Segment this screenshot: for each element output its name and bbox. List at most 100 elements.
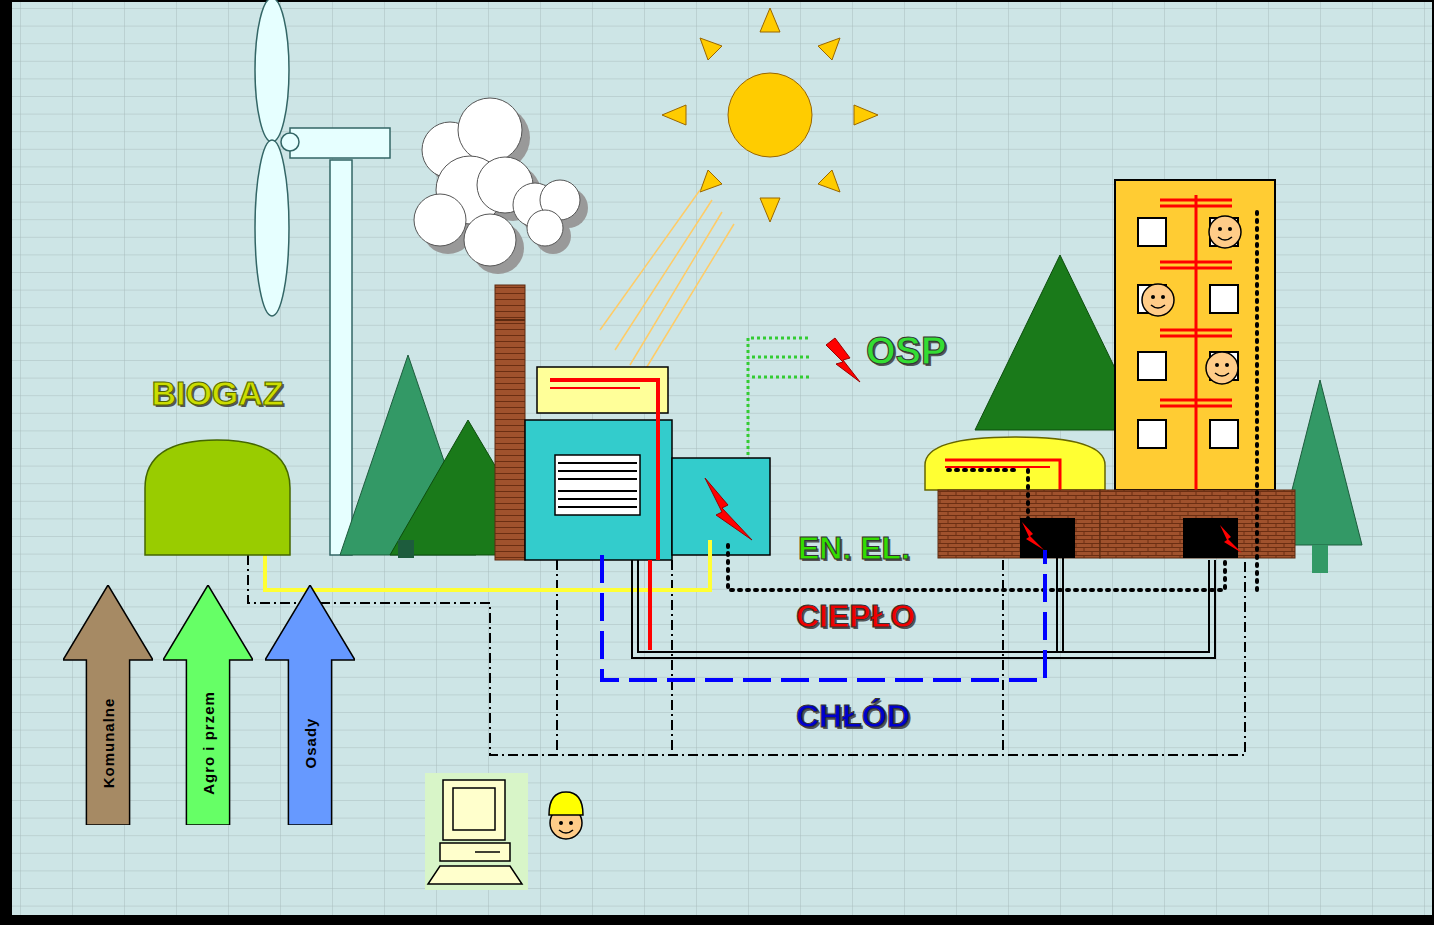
buildings-part-part: [1206, 352, 1238, 384]
power-plant-part: [555, 455, 640, 515]
clouds-part-part: [458, 98, 522, 162]
buildings-part: [1220, 525, 1242, 553]
buildings-part: [1138, 218, 1238, 448]
input-arrow: Osady: [265, 585, 355, 825]
network-lines-part: [248, 555, 1245, 755]
background-part: [0, 0, 12, 925]
background-part: [0, 915, 1434, 925]
arrow-outline: [265, 585, 355, 825]
buildings-part: [1100, 490, 1295, 558]
buildings-part-part: [1160, 199, 1232, 202]
buildings-part-part: [1210, 285, 1238, 313]
node-heading: BIOGAZ: [140, 368, 295, 413]
line-label: EN. EL.: [798, 530, 910, 567]
network-lines-part: [602, 550, 1045, 680]
sun-part-part: [600, 190, 700, 330]
operator-label: OSP: [866, 330, 946, 373]
wind-turbine-part: [290, 128, 390, 158]
power-plant-part-part: [558, 490, 637, 492]
buildings-part-part: [1151, 295, 1155, 299]
sun-part-part: [700, 38, 722, 60]
control-computer-part: [425, 773, 528, 890]
sun-part-part: [760, 198, 780, 222]
buildings-part: [925, 437, 1105, 490]
network-lines-part: [948, 468, 1020, 472]
buildings-part-part: [1215, 373, 1229, 376]
buildings-part: [1022, 522, 1044, 550]
buildings-part-part: [1210, 420, 1238, 448]
control-computer-part: [443, 780, 505, 840]
control-computer-part: [453, 788, 495, 830]
buildings-part-part: [1228, 227, 1232, 231]
sun: [600, 8, 878, 370]
sun-part-part: [760, 8, 780, 32]
clouds: [414, 98, 588, 274]
sun-part: [662, 8, 878, 222]
power-plant-part: [705, 478, 752, 540]
dome-outline: [145, 440, 290, 555]
network-lines-part: [1026, 470, 1030, 520]
input-arrow: Agro i przem: [163, 585, 253, 825]
network-lines: [248, 212, 1257, 755]
input-arrow: Komunalne: [63, 585, 153, 825]
sun-part-part: [615, 200, 712, 350]
power-plant-part: [537, 367, 668, 413]
buildings-part: [945, 466, 1050, 468]
power-plant: [525, 367, 770, 560]
power-plant-part: [550, 380, 658, 560]
buildings-part-part: [1161, 295, 1165, 299]
buildings-part-part: [1160, 205, 1232, 208]
network-lines-part: [648, 560, 652, 650]
clouds-part: [414, 98, 580, 266]
wind-turbine-part: [281, 133, 299, 151]
arrow-label: Komunalne: [100, 697, 117, 788]
power-plant-part: [525, 420, 672, 560]
network-lines-part: [748, 338, 810, 455]
buildings-part-part: [1160, 405, 1232, 408]
power-plant-part-part: [558, 470, 637, 472]
power-plant-part: [558, 463, 637, 507]
network-lines-part: [632, 558, 1215, 658]
sun-part-part: [818, 38, 840, 60]
sun-part-part: [645, 224, 734, 370]
buildings-part-part: [1160, 329, 1232, 332]
line-label: CHŁÓD: [796, 698, 910, 735]
buildings-part-part: [1160, 267, 1232, 270]
clouds-part-part: [464, 214, 516, 266]
sun-part: [728, 73, 812, 157]
buildings-part: [1151, 227, 1232, 367]
buildings-part-part: [1138, 420, 1166, 448]
buildings-part-part: [1138, 352, 1166, 380]
trees-part: [398, 540, 414, 558]
power-plant-part-part: [558, 478, 637, 480]
power-plant-part-part: [558, 506, 637, 508]
buildings-part: [938, 490, 1100, 558]
network-lines-part: [826, 338, 860, 382]
control-computer-part: [559, 830, 573, 833]
wind-turbine-part: [255, 0, 289, 142]
network-lines-part: [1255, 212, 1259, 590]
control-computer-part: [549, 792, 583, 815]
control-computer-part: [475, 851, 500, 853]
buildings-part-part: [1209, 216, 1241, 248]
chimney: [495, 285, 525, 560]
buildings-part-part: [1160, 335, 1232, 338]
buildings-part-part: [1160, 261, 1232, 264]
buildings-part-part: [1215, 363, 1219, 367]
buildings-part-part: [1225, 363, 1229, 367]
arrow-outline: [63, 585, 153, 825]
control-computer-part: [440, 843, 510, 861]
sun-part-part: [818, 170, 840, 192]
arrow-outline: [163, 585, 253, 825]
network-lines-part: [265, 512, 710, 590]
arrow-label: Agro i przem: [200, 691, 217, 795]
control-computer-part: [559, 821, 563, 825]
clouds-part-part: [527, 210, 563, 246]
sun-part-part: [700, 170, 722, 192]
control-computer: [425, 773, 583, 890]
buildings-part-part: [1138, 218, 1166, 246]
trees-part: [1312, 545, 1328, 573]
